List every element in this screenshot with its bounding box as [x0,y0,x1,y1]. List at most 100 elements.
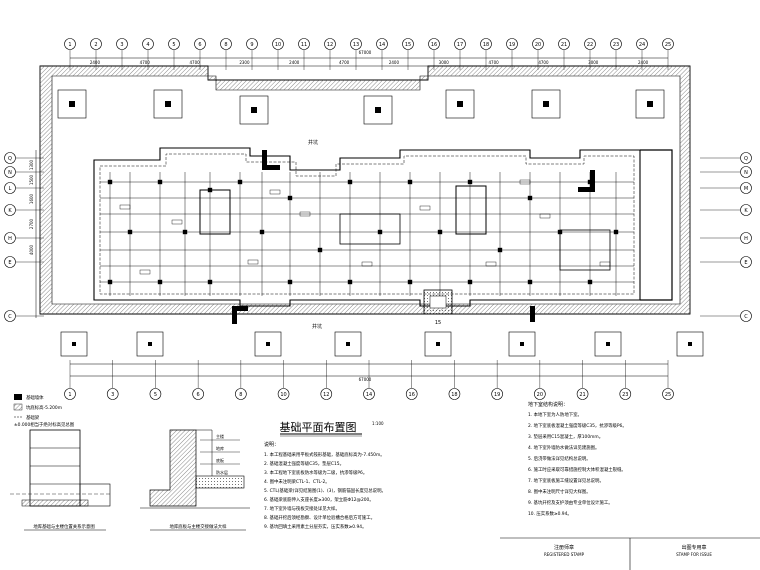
detail-mid-label-4: 防水层 [216,469,228,475]
top-axis-21: 21 [558,38,570,50]
top-dimension-10: 3000 [588,60,599,65]
top-axis-22: 22 [584,38,596,50]
core-box-2 [455,185,487,235]
beam-tag-11 [519,179,531,185]
legend-item-1: 基础墙体 [26,394,44,401]
beam-tags [119,179,611,275]
stamp-cell-2-en: STAMP FOR ISSUE [676,552,712,557]
svg-text:13: 13 [353,42,359,48]
column-1 [157,179,163,185]
svg-text:H: H [744,236,748,242]
column-22 [287,279,293,285]
svg-text:3: 3 [111,392,114,398]
top-dimension-8: 4700 [488,60,499,65]
top-dimension-4: 2400 [289,60,300,65]
lower-sump-column-4 [436,342,440,346]
note-right-6: 6. 施工时应采取可靠措施控制大体积混凝土裂缝。 [528,466,626,473]
svg-text:H: H [8,236,12,242]
left-axis-E: E [4,256,16,268]
svg-text:18: 18 [483,42,489,48]
svg-text:12: 12 [323,392,329,398]
main-title: 基础平面布置图 [280,421,357,434]
left-dimension-2: 1600 [29,193,34,204]
column-8 [527,195,533,201]
note-mid-3: 3. 本工程地下室底板防水等级为二级，抗渗等级P6。 [264,469,367,476]
left-dimension-1: 1500 [29,174,34,185]
svg-text:16: 16 [409,392,415,398]
beam-tag-1 [171,219,183,225]
svg-text:E: E [8,260,11,266]
notes-mid-title: 说明： [264,441,279,448]
upper-sump-column-1 [165,101,171,107]
svg-text:4: 4 [146,42,149,48]
column-16 [497,247,503,253]
svg-text:15: 15 [405,42,411,48]
bottom-axis-25: 25 [662,388,674,400]
top-axis-24: 24 [636,38,648,50]
svg-text:20: 20 [537,392,543,398]
legend-item-2: 坑底标高-5.200m [26,404,62,411]
well-label-upper: 井坑 [308,139,318,146]
svg-text:19: 19 [494,392,500,398]
svg-text:25: 25 [665,392,671,398]
column-12 [259,229,265,235]
stamp-cell-2: 出图专用章 [681,544,706,551]
elevator-pit [423,289,453,315]
svg-text:11: 11 [301,42,307,48]
svg-text:5: 5 [154,392,157,398]
svg-text:Q: Q [8,156,12,162]
svg-text:6: 6 [197,392,200,398]
top-axis-13: 13 [350,38,362,50]
svg-text:23: 23 [613,42,619,48]
pit-label: 15 [435,320,441,326]
top-axis-18: 18 [480,38,492,50]
right-axis-E: E [740,256,752,268]
top-axis-6: 6 [194,38,206,50]
beam-tag-4 [361,261,373,267]
beam-tag-8 [599,261,611,267]
detail-mid-label-2: 地库 [216,445,224,451]
bottom-axis-6: 6 [192,388,204,400]
svg-text:1: 1 [68,42,71,48]
column-10 [127,229,133,235]
beam-tag-0 [119,204,131,210]
stamp-cell-1-en: REGISTERED STAMP [544,552,585,557]
beam-tag-7 [539,213,551,219]
column-14 [377,229,383,235]
svg-text:L: L [9,186,12,192]
svg-text:22: 22 [587,42,593,48]
svg-text:K: K [744,208,748,214]
beam-tag-2 [247,259,259,265]
note-right-1: 1. 本地下室为人防地下室。 [528,411,582,418]
lower-sump-column-1 [148,342,152,346]
top-dimension-5: 4700 [339,60,350,65]
left-dimension-4: 4000 [29,244,34,255]
column-20 [157,279,163,285]
top-axis-11: 11 [298,38,310,50]
left-axis-N: N [4,166,16,178]
svg-text:9: 9 [250,42,253,48]
left-dimension-0: 1300 [29,159,34,170]
svg-text:25: 25 [665,42,671,48]
svg-text:3: 3 [120,42,123,48]
svg-text:E: E [744,260,747,266]
top-axis-10: 10 [272,38,284,50]
svg-text:8: 8 [239,392,242,398]
bottom-axis-16: 16 [405,388,418,400]
bottom-axis-8: 8 [235,388,247,400]
svg-text:C: C [8,314,12,320]
svg-text:Q: Q [744,156,748,162]
basement-outer-wall [39,65,691,315]
note-mid-6: 6. 基础梁底筋伸入支座长度≥300，架立筋Φ12@200。 [264,496,374,503]
left-axis-K: K [4,204,16,216]
svg-text:17: 17 [457,42,463,48]
top-axis-12: 12 [324,38,336,50]
note-right-9: 9. 基坑开挖及支护须由专业单位设计施工。 [528,499,613,506]
svg-text:20: 20 [535,42,541,48]
right-axis-M: M [740,182,752,194]
svg-text:8: 8 [224,42,227,48]
